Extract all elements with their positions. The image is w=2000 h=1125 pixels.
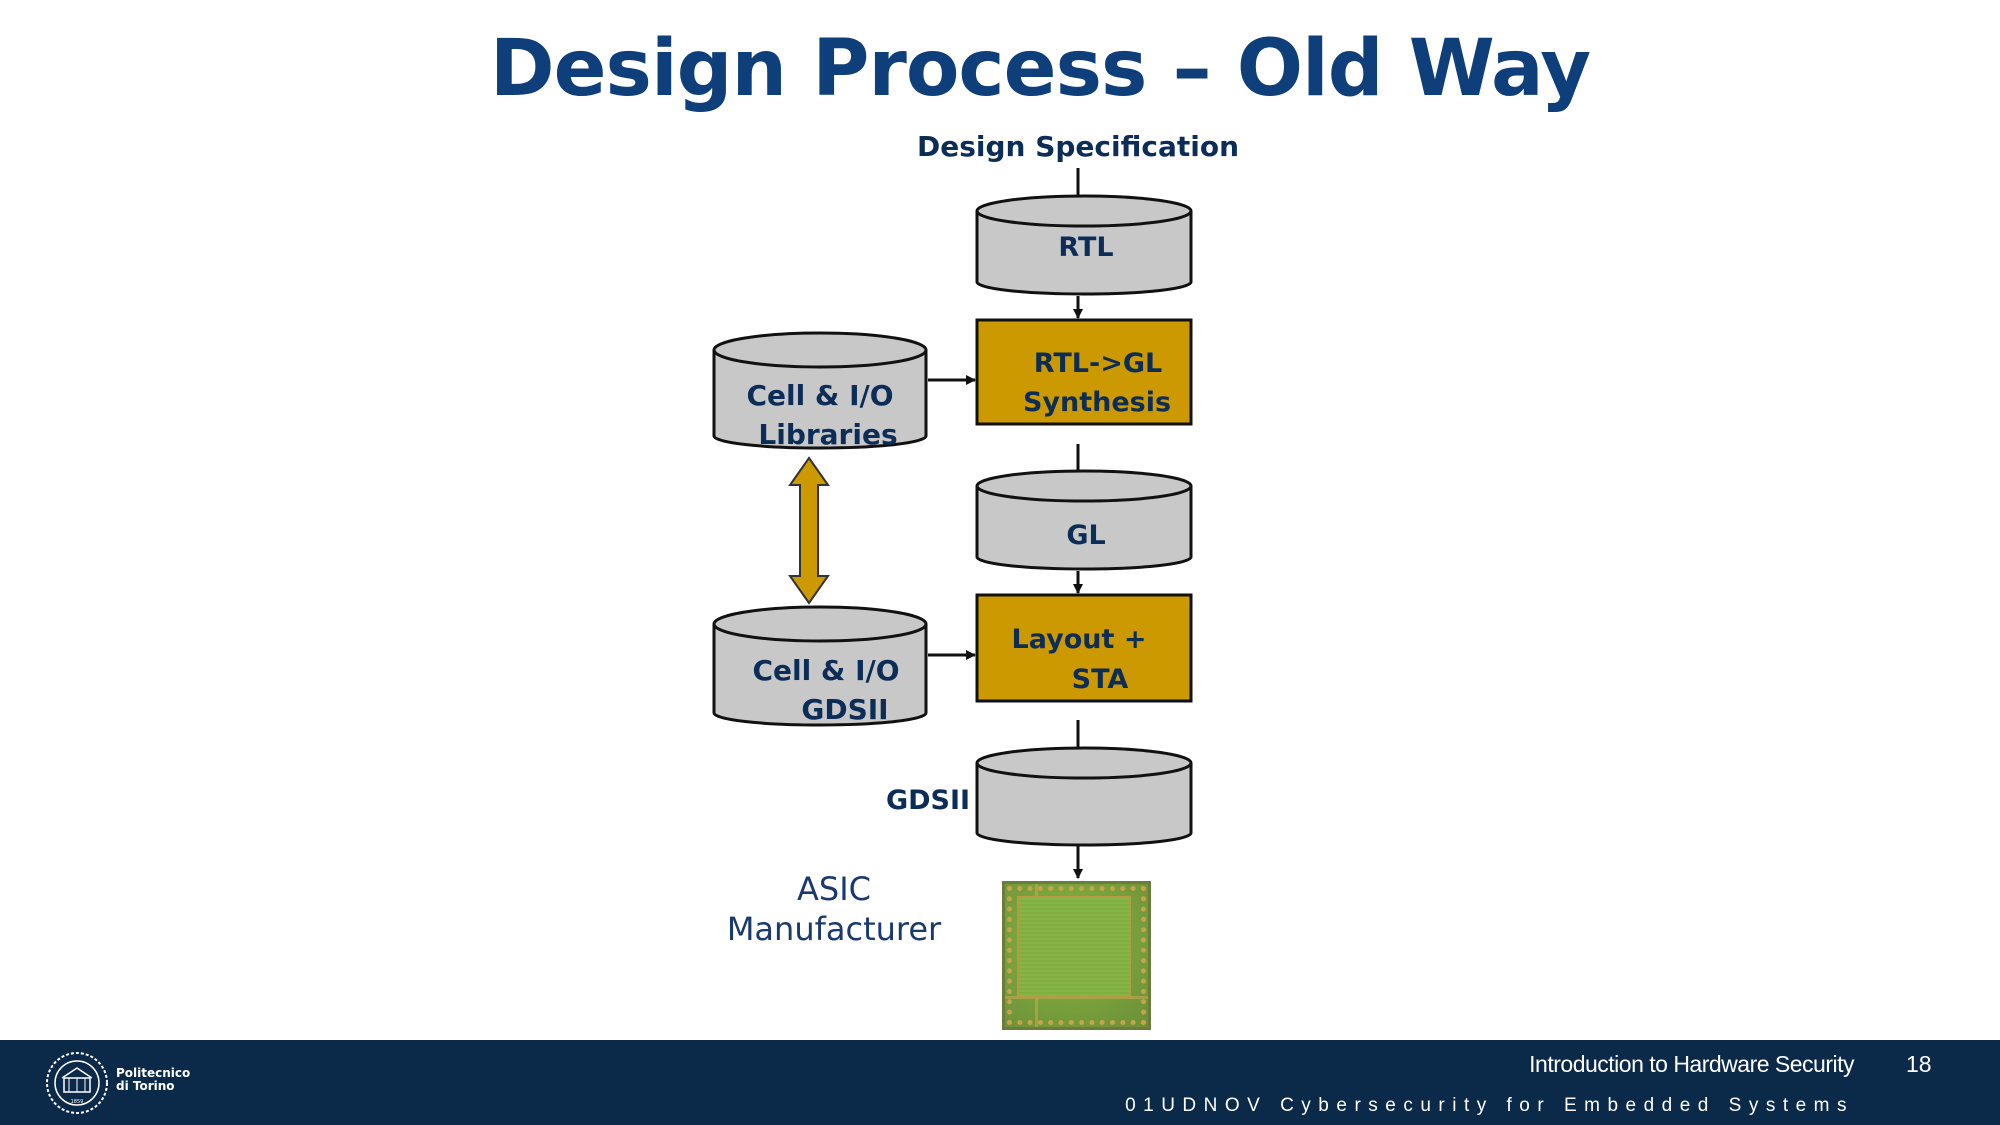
gdsii-label: GDSII	[886, 785, 970, 816]
design-flow-diagram: Design Specification RTL RTL->GL Synthes…	[712, 130, 1239, 948]
libraries-line1: Cell & I/O	[746, 379, 893, 412]
synthesis-line1: RTL->GL	[1034, 348, 1162, 379]
double-arrow-libraries-gdsii	[788, 456, 830, 605]
cell-gdsii-line1: Cell & I/O	[752, 654, 899, 687]
gdsii-database	[975, 746, 1193, 847]
synthesis-box: RTL->GL Synthesis	[975, 318, 1193, 426]
asic-label-line2: Manufacturer	[727, 910, 942, 948]
layout-line1: Layout +	[1012, 624, 1147, 655]
logo-year: 1859	[71, 1099, 84, 1105]
gl-label: GL	[1066, 520, 1105, 551]
politecnico-logo-icon: 1859	[46, 1052, 108, 1114]
footer-course-title: Introduction to Hardware Security	[1529, 1051, 1854, 1077]
slide-title: Design Process – Old Way	[489, 24, 1591, 114]
page-number: 18	[1906, 1051, 1932, 1077]
rtl-label: RTL	[1058, 232, 1113, 263]
libraries-line2: Libraries	[758, 418, 897, 451]
cell-gdsii-database: Cell & I/O GDSII	[712, 605, 928, 727]
asic-chip-image	[1002, 881, 1151, 1030]
layout-sta-box: Layout + STA	[975, 593, 1193, 703]
footer-bar: 1859 Politecnico di Torino Introduction …	[0, 1040, 2000, 1125]
asic-label-line1: ASIC	[797, 870, 871, 908]
logo-line1: Politecnico	[116, 1066, 191, 1080]
cell-libraries-database: Cell & I/O Libraries	[712, 331, 928, 451]
logo-line2: di Torino	[116, 1079, 175, 1093]
logo-text: Politecnico di Torino	[116, 1067, 190, 1093]
rtl-database: RTL	[975, 194, 1193, 296]
gl-database: GL	[975, 469, 1193, 571]
footer-course-code: 01UDNOV Cybersecurity for Embedded Syste…	[1125, 1095, 1854, 1116]
design-spec-label: Design Specification	[917, 130, 1239, 163]
layout-line2: STA	[1072, 664, 1129, 695]
cell-gdsii-line2: GDSII	[801, 693, 888, 726]
synthesis-line2: Synthesis	[1023, 387, 1171, 418]
